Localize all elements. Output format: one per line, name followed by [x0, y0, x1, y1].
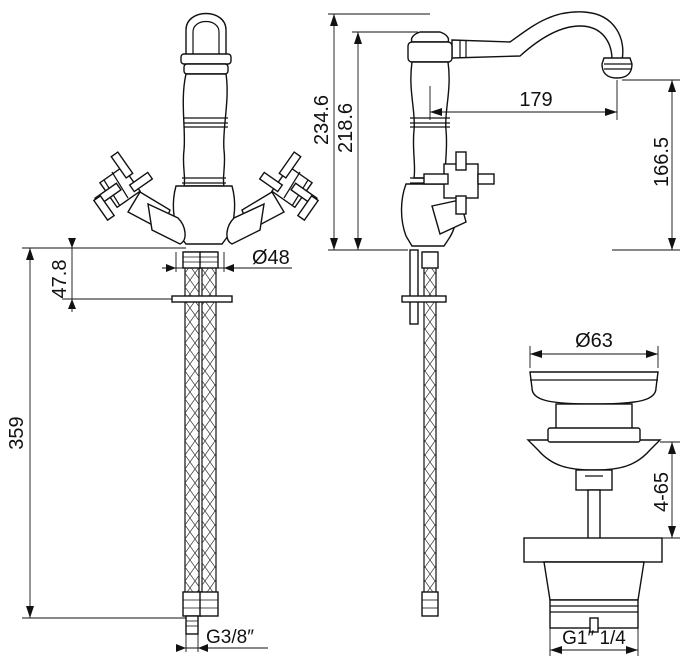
dim-234-6: 234.6 [311, 13, 430, 251]
faucet-body-side [400, 31, 495, 247]
side-view [400, 11, 633, 617]
supply-hoses-front [171, 251, 233, 635]
dim-47-8: 47.8 [49, 238, 184, 312]
dim-diameter-63: Ø63 [529, 330, 659, 368]
dim-g1-1-4: G1″ 1/4 [549, 626, 639, 656]
dim-166-5: 166.5 [612, 79, 680, 251]
front-view [92, 12, 320, 635]
dim-4-65: 4-65 [651, 441, 680, 539]
right-valve [226, 151, 320, 245]
dim-g3-8-label: G3/8″ [206, 627, 254, 648]
dim-218-6-label: 218.6 [335, 103, 357, 153]
dim-g1-1-4-label: G1″ 1/4 [562, 628, 626, 649]
spout-side [451, 11, 633, 79]
dim-179-label: 179 [519, 89, 552, 111]
faucet-body-front [172, 73, 236, 245]
pop-up-waste [523, 371, 663, 633]
dim-4-65-label: 4-65 [651, 472, 673, 512]
dim-diameter-63-label: Ø63 [575, 330, 613, 352]
dim-218-6: 218.6 [335, 31, 418, 250]
dim-47-8-label: 47.8 [49, 260, 71, 299]
dim-diameter-48: Ø48 [162, 247, 292, 272]
dim-179: 179 [429, 80, 618, 120]
dim-359-label: 359 [6, 416, 28, 449]
dim-g3-8: G3/8″ [176, 626, 268, 652]
dim-166-5-label: 166.5 [651, 137, 673, 187]
supply-hose-side [401, 249, 447, 617]
dim-diameter-48-label: Ø48 [252, 247, 290, 269]
dim-359: 359 [6, 247, 186, 619]
spout-top-loop [180, 12, 232, 75]
left-valve [92, 151, 186, 245]
dim-234-6-label: 234.6 [311, 95, 333, 145]
